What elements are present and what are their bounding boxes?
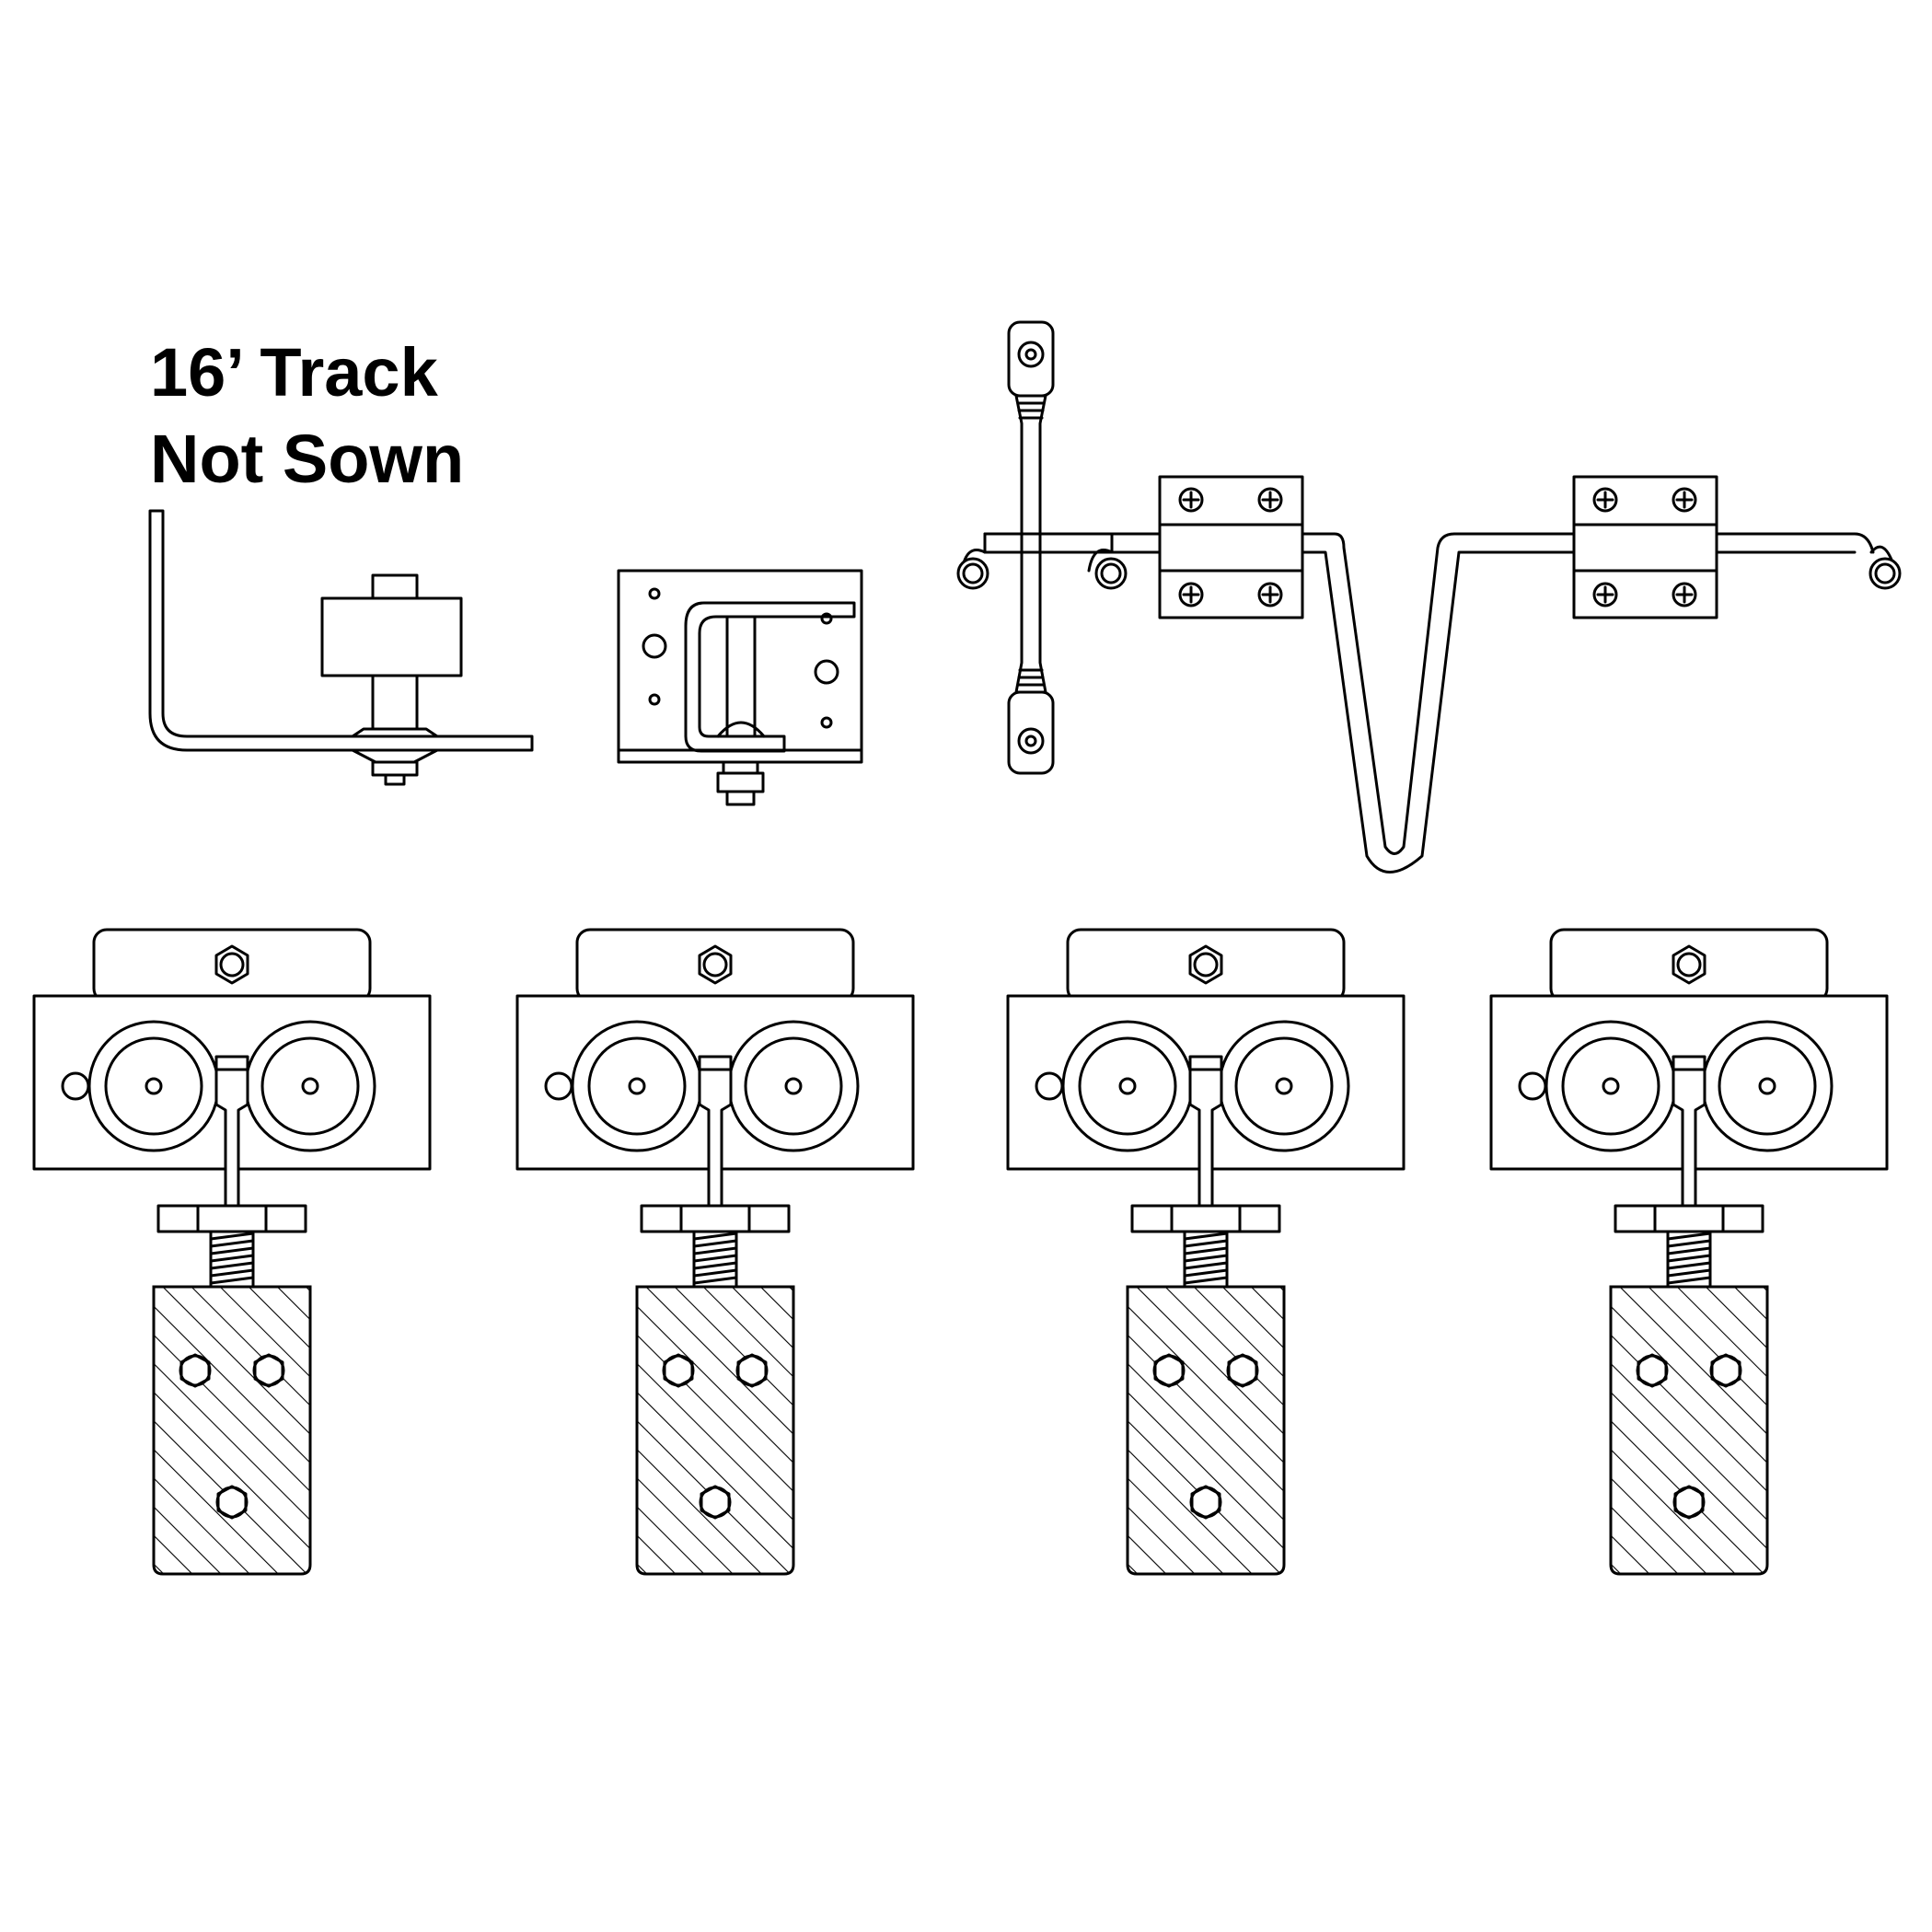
hanger-1: [32, 928, 432, 1576]
door-handle: [1007, 320, 1055, 775]
floor-guide: [148, 509, 534, 786]
clamp-block-left: [1158, 475, 1304, 619]
track-bracket: [956, 475, 1902, 873]
screw-icon: [1592, 487, 1697, 607]
clamp-block-right: [1572, 475, 1718, 619]
screw-icon: [1178, 487, 1283, 607]
hanger-3: [1006, 928, 1406, 1576]
caption: 16’ Track Not Sown: [150, 330, 464, 503]
caption-line-1: 16’ Track: [150, 334, 438, 411]
hanger-4: [1489, 928, 1889, 1576]
caption-line-2: Not Sown: [150, 421, 465, 497]
stop-bracket: [617, 569, 863, 806]
hanger-2: [515, 928, 915, 1576]
